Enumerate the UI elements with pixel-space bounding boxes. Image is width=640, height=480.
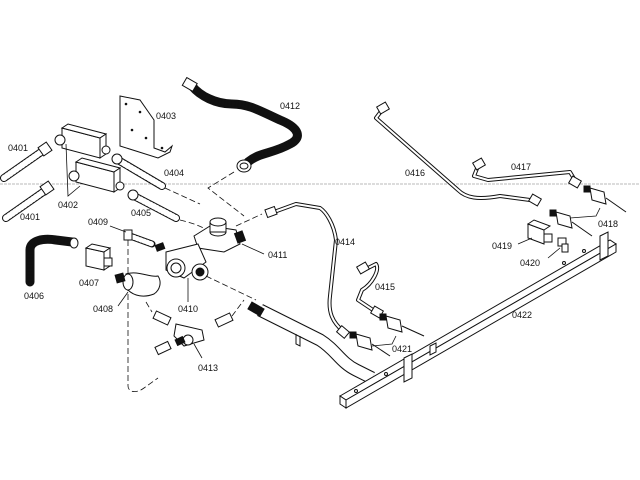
- callout-0405: 0405: [131, 208, 151, 218]
- callout-0402: 0402: [58, 200, 78, 210]
- callout-0418: 0418: [598, 219, 618, 229]
- callout-0401-upper: 0401: [8, 143, 28, 153]
- part-0409[interactable]: [109, 225, 159, 392]
- part-0417[interactable]: [471, 157, 583, 189]
- part-0419[interactable]: [517, 219, 553, 245]
- part-0408[interactable]: [114, 272, 161, 307]
- part-0404[interactable]: [111, 153, 201, 205]
- part-0401-lower[interactable]: [2, 180, 55, 222]
- part-0420[interactable]: [547, 237, 569, 259]
- callout-0414: 0414: [335, 237, 355, 247]
- part-0407[interactable]: [84, 243, 113, 271]
- callout-0409: 0409: [88, 217, 108, 227]
- callout-0419: 0419: [492, 241, 512, 251]
- callout-0407: 0407: [79, 278, 99, 288]
- part-0405[interactable]: [127, 189, 209, 233]
- part-0402[interactable]: [54, 123, 125, 197]
- callout-0422: 0422: [512, 310, 532, 320]
- callout-0401-lower: 0401: [20, 212, 40, 222]
- callout-0415: 0415: [375, 282, 395, 292]
- callout-0408: 0408: [93, 304, 113, 314]
- callout-0417: 0417: [511, 162, 531, 172]
- callout-0406: 0406: [24, 291, 44, 301]
- part-0401-upper[interactable]: [0, 141, 53, 182]
- part-0411[interactable]: [193, 213, 265, 255]
- callout-0403: 0403: [156, 111, 176, 121]
- part-0413[interactable]: [145, 299, 245, 359]
- part-0418[interactable]: [549, 185, 627, 237]
- part-0406[interactable]: [25, 234, 79, 287]
- part-0421[interactable]: [349, 313, 425, 357]
- part-0410[interactable]: [154, 242, 257, 302]
- main-gas-pipe[interactable]: [247, 301, 375, 384]
- callout-0411: 0411: [268, 250, 287, 260]
- callout-0412: 0412: [280, 101, 300, 111]
- part-0412[interactable]: [181, 76, 302, 217]
- callout-0420: 0420: [520, 258, 540, 268]
- part-0403[interactable]: [119, 95, 174, 159]
- callout-0416: 0416: [405, 168, 425, 178]
- part-0416[interactable]: [374, 101, 543, 207]
- callout-0421: 0421: [392, 344, 412, 354]
- callout-0413: 0413: [198, 363, 218, 373]
- part-0414[interactable]: [264, 202, 351, 339]
- callout-0410: 0410: [178, 304, 198, 314]
- callout-0404: 0404: [164, 168, 184, 178]
- part-0422[interactable]: [339, 231, 617, 409]
